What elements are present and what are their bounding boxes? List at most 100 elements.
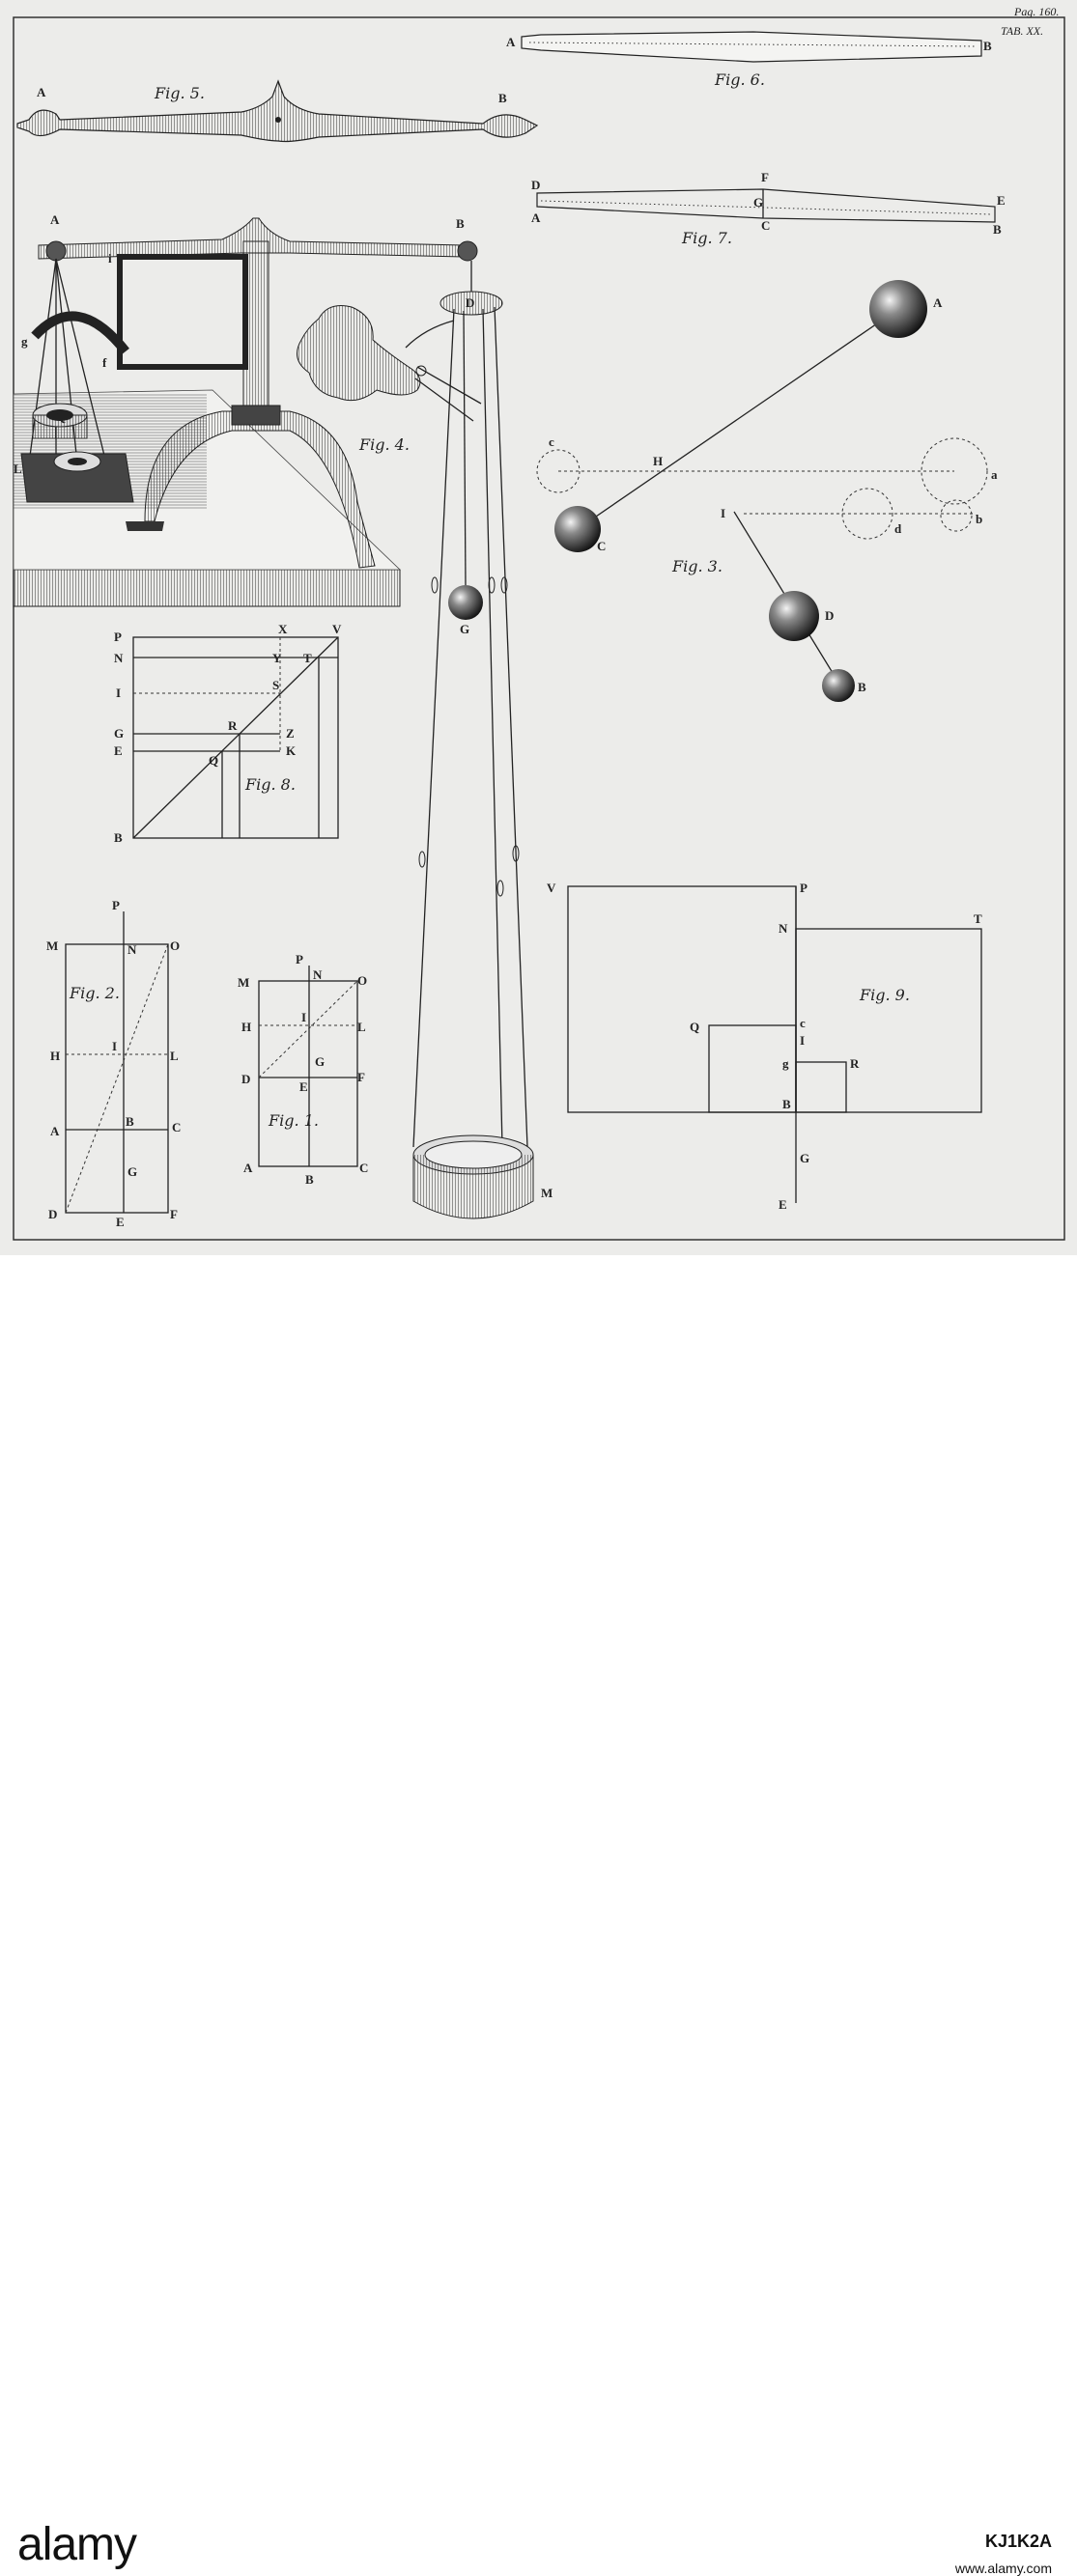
fig9-diagram: V P N T Q c I g R B G E Fig. 9. [547,881,982,1212]
fig8-label-T: T [303,651,312,665]
fig2-label-B: B [126,1114,134,1129]
fig3-label-B: B [858,680,866,694]
fig8-label-K: K [286,743,297,758]
fig4-label-M: M [541,1186,553,1200]
fig8-label-G: G [114,726,124,741]
fig1-caption: Fig. 1. [268,1111,319,1130]
fig9-label-I: I [800,1033,805,1048]
fig8-label-E: E [114,743,123,758]
fig2-diagram: P M N O H I L A B C G D E F Fig. 2. [46,898,181,1229]
fig1-label-P: P [296,952,303,966]
fig8-label-Q: Q [209,753,218,768]
fig7-label-E: E [997,193,1006,208]
fig2-label-G: G [128,1164,137,1179]
fig9-label-E: E [779,1197,787,1212]
fig7-label-F: F [761,170,769,184]
fig5-caption: Fig. 5. [154,84,205,102]
fig1-label-A: A [243,1161,253,1175]
fig8-label-X: X [278,622,288,636]
fig2-label-H: H [50,1049,60,1063]
brand-url: www.alamy.com [954,2561,1052,2576]
fig6-beam: A B Fig. 6. [506,31,992,89]
fig3-label-d: d [894,521,902,536]
fig3-label-b: b [976,512,982,526]
brand-logo: alamy [17,2519,137,2570]
fig1-label-H: H [241,1020,251,1034]
fig2-label-A: A [50,1124,60,1138]
fig9-caption: Fig. 9. [859,986,910,1004]
fig8-label-S: S [272,678,279,692]
fig1-label-C: C [359,1161,368,1175]
fig9-label-R: R [850,1056,860,1071]
stock-id: KJ1K2A [984,2532,1052,2551]
fig2-label-P: P [112,898,120,912]
fig5-beam: A B Fig. 5. [16,79,539,143]
fig3-label-c: c [549,434,554,449]
fig1-label-O: O [357,973,367,988]
fig1-label-G: G [315,1054,325,1069]
fig2-label-M: M [46,938,58,953]
fig1-label-I: I [301,1010,306,1024]
fig4-label-G: G [460,622,469,636]
fig9-label-P: P [800,881,808,895]
fig4-label-i: i [108,251,112,266]
fig8-label-B: B [114,830,123,845]
engraving-plate: Pag. 160. TAB. XX. A B Fig. 5. A B Fig. … [0,0,1077,1255]
fig9-label-V: V [547,881,556,895]
fig1-label-L: L [357,1020,366,1034]
fig9-label-N: N [779,921,788,936]
fig8-label-Z: Z [286,726,295,741]
fig6-label-A: A [506,35,516,49]
fig2-label-I: I [112,1039,117,1053]
fig1-label-D: D [241,1072,250,1086]
fig9-label-c: c [800,1016,806,1030]
fig3-label-C: C [597,539,606,553]
fig9-label-Q: Q [690,1020,699,1034]
fig7-label-D: D [531,178,540,192]
fig1-diagram: P N O M I H L G D E F A B C Fig. 1. [238,952,368,1187]
fig9-label-T: T [974,911,982,926]
fig3-label-I: I [721,506,725,520]
fig3-label-a: a [991,467,998,482]
fig2-caption: Fig. 2. [69,984,120,1002]
fig7-label-B: B [993,222,1002,237]
fig3-caption: Fig. 3. [671,557,723,575]
fig2-label-F: F [170,1207,178,1221]
fig8-label-I: I [116,686,121,700]
fig7-label-C: C [761,218,770,233]
fig4-label-f: f [102,355,107,370]
fig3-spheres: A c H a C I d b D B Fig. 3. [536,280,998,702]
fig9-label-B: B [782,1097,791,1111]
fig5-label-B: B [498,91,507,105]
fig3-label-A: A [933,295,943,310]
fig7-caption: Fig. 7. [681,229,732,247]
fig4-label-B: B [456,216,465,231]
fig4-caption: Fig. 4. [358,435,410,454]
fig1-label-E: E [299,1079,308,1094]
fig2-label-O: O [170,938,180,953]
fig8-diagram: P X V N Y T I S G R Z E K Q B Fig. 8. [114,622,342,845]
watermark-strip: alamy KJ1K2A www.alamy.com [0,1255,1077,2576]
fig4-balance: A B D i g f Q L G M Fig. 4. [13,212,553,1219]
fig3-label-H: H [653,454,663,468]
fig8-label-R: R [228,718,238,733]
table-ref: TAB. XX. [1001,24,1043,38]
fig4-label-A: A [50,212,60,227]
fig2-label-D: D [48,1207,57,1221]
fig7-label-A: A [531,210,541,225]
fig1-label-B: B [305,1172,314,1187]
fig8-label-V: V [332,622,342,636]
fig9-label-g: g [782,1056,789,1071]
fig5-label-A: A [37,85,46,99]
fig1-label-M: M [238,975,249,990]
fig2-label-N: N [128,942,137,957]
fig2-label-E: E [116,1215,125,1229]
page-ref: Pag. 160. [1013,5,1059,18]
plate-drawing: Pag. 160. TAB. XX. A B Fig. 5. A B Fig. … [13,5,1065,1241]
fig6-label-B: B [983,39,992,53]
fig6-caption: Fig. 6. [714,70,765,89]
fig4-label-Q: Q [56,409,66,424]
fig9-label-G: G [800,1151,809,1165]
fig4-label-g: g [21,334,28,349]
fig8-label-N: N [114,651,124,665]
